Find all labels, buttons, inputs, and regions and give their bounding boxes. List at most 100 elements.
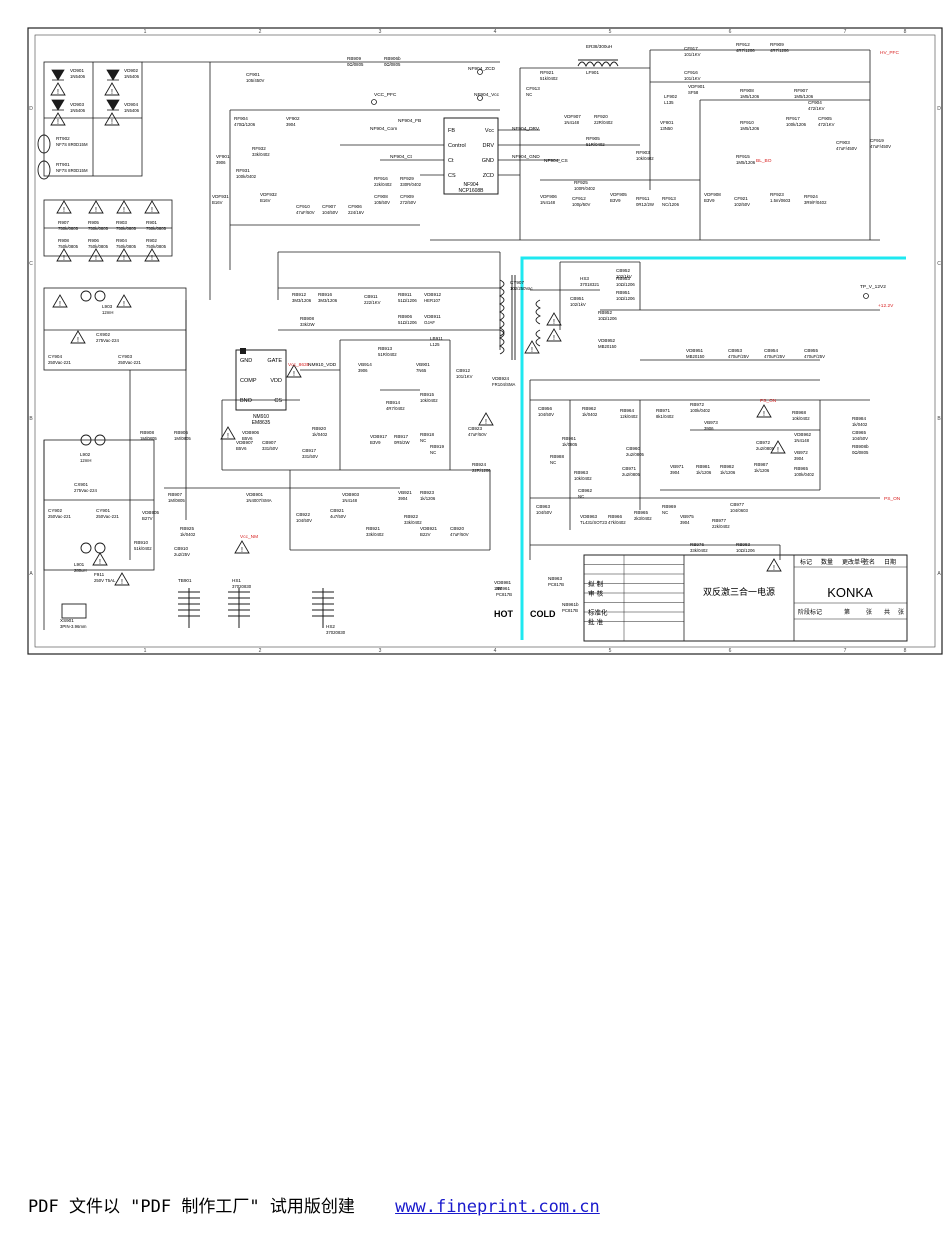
component-ref: RB916: [318, 292, 332, 297]
component-ref: RT902: [56, 136, 70, 141]
warning-icon: !: [144, 248, 160, 262]
footer-link[interactable]: www.fineprint.com.cn: [395, 1197, 600, 1217]
component-ref: VDF931: [212, 194, 229, 199]
component-ref: CF917: [684, 46, 698, 51]
net-label-plus12: +12.2V: [878, 303, 894, 309]
component-value: 51R/0402: [586, 142, 605, 147]
ic-ref: NM910: [253, 414, 269, 420]
component-ref: CF909: [400, 194, 414, 199]
component-ref: RB988: [550, 454, 564, 459]
component-value: 1M/0805: [168, 498, 185, 503]
component-ref: VDB963: [580, 514, 598, 519]
component-ref: RB914: [386, 400, 400, 405]
warning-mark: !: [77, 337, 79, 344]
component-value: 10k/0402: [792, 416, 810, 421]
grid-col-top: 5: [609, 29, 612, 35]
component-value: NF7S 8R0D15M: [56, 168, 88, 173]
component-value: 33k/0402: [690, 548, 708, 553]
component-ref: CB912: [456, 368, 470, 373]
component-value: NF7S 8R0D15M: [56, 142, 88, 147]
component-ref: CF904: [808, 100, 822, 105]
net-label-nm-vdd: NM910_VDD: [308, 362, 337, 368]
warning-triangle: [770, 440, 786, 454]
warning-triangle: [546, 328, 562, 342]
component-value: 1N5406: [70, 108, 86, 113]
component-ref: RF908: [740, 88, 754, 93]
component-value: 7N65: [416, 368, 427, 373]
net-label-fb: NF904_FB: [398, 118, 421, 124]
component-value: FR104/SMA: [492, 382, 516, 387]
component-value: B3V9: [370, 440, 381, 445]
net-node-icon: [863, 293, 869, 299]
warning-triangle: [88, 200, 104, 214]
component-ref: CF916: [684, 70, 698, 75]
component-value: 0Ω/0805: [347, 62, 364, 67]
component-value: 250Vac-221: [96, 514, 119, 519]
component-value: 224/16V: [348, 210, 364, 215]
component-value: 47uF/450V: [870, 144, 891, 149]
component-ref: RB907: [168, 492, 182, 497]
component-ref: VDF908: [704, 192, 721, 197]
pin1-marker: [240, 348, 246, 354]
warning-triangle: [546, 312, 562, 326]
component-value: 3906: [216, 160, 226, 165]
component-ref: LF902: [664, 94, 677, 99]
component-ref: VB971: [670, 464, 684, 469]
component-ref: RB923: [420, 490, 434, 495]
component-value: 250Vac-221: [118, 360, 141, 365]
component-value: B27V: [142, 516, 153, 521]
warning-mark: !: [111, 89, 113, 96]
component-value: 47uF/50V: [468, 432, 487, 437]
component-value: 22R/0402: [594, 120, 613, 125]
component-value: 2u2/25V: [174, 552, 190, 557]
warning-triangle: [104, 112, 120, 126]
component-value: HER107: [424, 298, 441, 303]
component-ref: RF916: [374, 176, 388, 181]
component-value: 10Ω/1206: [616, 296, 635, 301]
component-value: 101/1KV: [684, 76, 701, 81]
warning-mark: !: [151, 255, 153, 262]
component-ref: CB971: [622, 466, 636, 471]
warning-icon: !: [756, 404, 772, 418]
title-header-cell: 标记: [800, 558, 812, 566]
warning-mark: !: [95, 255, 97, 262]
ic-pin-right: GATE: [267, 358, 282, 364]
warning-mark: !: [553, 319, 555, 326]
component-ref: RB953: [616, 276, 630, 281]
component-value: 331/50V: [302, 454, 318, 459]
warning-symbols: !!!!!!!!!!!!!!!!!!!!!!!!!!!: [50, 82, 786, 586]
component-value: NC: [430, 450, 436, 455]
component-ref: VB975: [680, 514, 694, 519]
component-ref: VDB903: [342, 492, 360, 497]
component-ref: CB922: [296, 512, 310, 517]
component-ref: RB905: [174, 430, 188, 435]
component-ref: RF917: [786, 116, 800, 121]
component-value: 13N50: [660, 126, 673, 131]
component-value: 470Ω/1206: [234, 122, 256, 127]
net-label-bl-bo: BL_BO: [756, 158, 772, 164]
warning-mark: !: [227, 433, 229, 440]
component-ref: VF901: [216, 154, 230, 159]
net-label-tp-12v: TP_V_12V2: [860, 284, 886, 290]
warning-triangle: [88, 248, 104, 262]
component-value: 750k/0805: [58, 226, 79, 231]
component-ref: CB907: [262, 440, 276, 445]
component-value: 104/50V: [538, 412, 554, 417]
